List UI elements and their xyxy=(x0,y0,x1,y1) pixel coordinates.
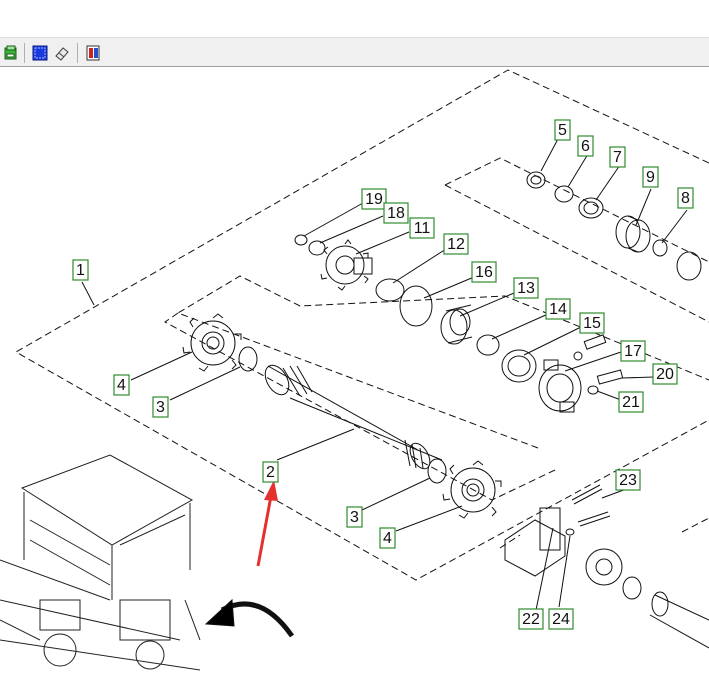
seal-ring xyxy=(676,251,702,281)
callout-20[interactable]: 20 xyxy=(652,363,678,385)
ring xyxy=(554,185,574,203)
callout-7[interactable]: 7 xyxy=(609,146,626,168)
callout-label: 7 xyxy=(613,149,622,166)
leader-lines xyxy=(81,136,688,611)
seal xyxy=(526,171,546,189)
window-top-area xyxy=(0,0,709,37)
callout-12[interactable]: 12 xyxy=(443,233,469,255)
print-icon[interactable] xyxy=(2,44,20,62)
zoom-region-icon[interactable] xyxy=(31,44,49,62)
callout-8[interactable]: 8 xyxy=(677,187,694,209)
callout-label: 3 xyxy=(350,509,359,526)
toolbar-separator xyxy=(77,43,78,63)
callout-19[interactable]: 19 xyxy=(361,188,387,210)
callout-label: 4 xyxy=(117,377,126,394)
callout-1[interactable]: 1 xyxy=(72,259,89,281)
callout-label: 11 xyxy=(414,220,431,237)
callout-label: 15 xyxy=(583,315,601,332)
lock-washer xyxy=(587,385,599,395)
washer xyxy=(427,458,447,484)
bearing-housing xyxy=(538,359,582,413)
callout-label: 20 xyxy=(656,366,674,383)
callout-15[interactable]: 15 xyxy=(579,312,605,334)
snap-ring xyxy=(399,285,433,327)
machine-location-sketch xyxy=(0,454,201,671)
group-boundary-inner xyxy=(164,275,709,501)
callout-label: 1 xyxy=(76,262,85,279)
callout-label: 5 xyxy=(558,122,567,139)
callout-3[interactable]: 3 xyxy=(346,506,363,528)
parts-list-icon[interactable] xyxy=(85,44,103,62)
drive-shaft xyxy=(264,364,443,470)
callout-16[interactable]: 16 xyxy=(471,261,497,283)
callout-label: 6 xyxy=(581,138,590,155)
callout-label: 24 xyxy=(552,611,570,628)
callout-17[interactable]: 17 xyxy=(620,340,646,362)
group-boundary-outer xyxy=(14,69,709,581)
callout-4[interactable]: 4 xyxy=(379,527,396,549)
drive-shaft xyxy=(649,591,709,649)
oil-seal xyxy=(476,334,500,356)
group-boundary-right xyxy=(499,517,709,549)
callout-4[interactable]: 4 xyxy=(113,374,130,396)
callout-label: 17 xyxy=(624,343,642,360)
washer xyxy=(238,346,258,372)
toolbar-separator xyxy=(24,43,25,63)
callout-label: 3 xyxy=(156,399,165,416)
callout-13[interactable]: 13 xyxy=(513,277,539,299)
bearing xyxy=(440,304,473,345)
callout-label: 18 xyxy=(387,205,405,222)
callout-22[interactable]: 22 xyxy=(518,608,544,630)
bolt xyxy=(596,369,624,385)
callout-21[interactable]: 21 xyxy=(618,391,644,413)
callout-2[interactable]: 2 xyxy=(262,461,279,483)
bolt xyxy=(571,484,611,527)
group-boundary-bearing xyxy=(444,157,709,323)
callout-label: 21 xyxy=(622,394,640,411)
bolt xyxy=(573,334,607,361)
spacer-ring xyxy=(308,240,326,256)
circlip xyxy=(294,234,308,246)
callout-label: 13 xyxy=(517,280,535,297)
callout-3[interactable]: 3 xyxy=(152,396,169,418)
callout-label: 19 xyxy=(365,191,383,208)
viewer-toolbar xyxy=(0,37,709,67)
callout-18[interactable]: 18 xyxy=(383,202,409,224)
callout-label: 9 xyxy=(646,169,655,186)
callout-11[interactable]: 11 xyxy=(409,217,435,239)
bearing-cone xyxy=(615,215,651,253)
sprocket xyxy=(182,313,242,372)
sprocket xyxy=(585,548,623,586)
arrow-head xyxy=(204,598,235,627)
callout-label: 14 xyxy=(549,301,567,318)
callout-14[interactable]: 14 xyxy=(545,298,571,320)
callout-23[interactable]: 23 xyxy=(615,469,641,491)
callout-label: 12 xyxy=(447,236,465,253)
callout-label: 2 xyxy=(266,464,275,481)
callout-24[interactable]: 24 xyxy=(548,608,574,630)
washer xyxy=(565,528,575,536)
eraser-icon[interactable] xyxy=(53,44,71,62)
sprocket xyxy=(442,460,502,519)
callout-label: 8 xyxy=(681,190,690,207)
seal-ring xyxy=(375,278,405,302)
highlight-arrow xyxy=(256,480,278,567)
callout-5[interactable]: 5 xyxy=(554,119,571,141)
washer xyxy=(622,576,642,600)
bearing-cup xyxy=(578,197,604,219)
retainer-ring xyxy=(501,349,537,383)
callout-6[interactable]: 6 xyxy=(577,135,594,157)
drive-sprocket-small xyxy=(320,239,373,291)
callout-9[interactable]: 9 xyxy=(642,166,659,188)
callout-label: 4 xyxy=(383,530,392,547)
mounting-bracket xyxy=(504,507,566,577)
shim xyxy=(652,239,668,257)
callout-label: 22 xyxy=(522,611,540,628)
callout-label: 23 xyxy=(619,472,637,489)
callout-label: 16 xyxy=(475,264,493,281)
